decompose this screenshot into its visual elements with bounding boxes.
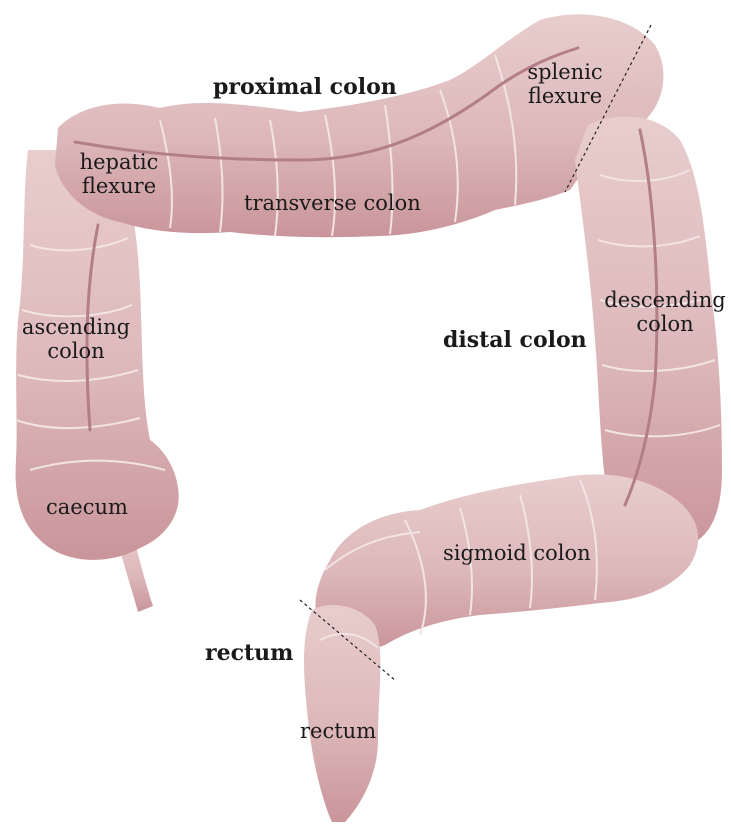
rectum-part-label: rectum xyxy=(300,719,376,743)
hepatic-flexure-line2: flexure xyxy=(72,174,166,198)
sigmoid-colon-label: sigmoid colon xyxy=(443,541,591,565)
rectum-shape xyxy=(304,605,380,822)
proximal-colon-label: proximal colon xyxy=(213,75,397,100)
splenic-flexure-line2: flexure xyxy=(520,84,610,108)
descending-colon-line2: colon xyxy=(596,312,731,336)
ascending-colon-line1: ascending xyxy=(14,315,138,339)
caecum-label: caecum xyxy=(46,495,128,519)
splenic-flexure-line1: splenic xyxy=(520,60,610,84)
hepatic-flexure-label: hepatic flexure xyxy=(72,150,166,198)
descending-colon-label: descending colon xyxy=(596,288,731,336)
distal-colon-label: distal colon xyxy=(443,328,587,353)
ascending-colon-line2: colon xyxy=(14,339,138,363)
descending-colon-line1: descending xyxy=(596,288,731,312)
splenic-flexure-label: splenic flexure xyxy=(520,60,610,108)
ascending-colon-label: ascending colon xyxy=(14,315,138,363)
transverse-colon-label: transverse colon xyxy=(244,191,421,215)
rectum-region-label: rectum xyxy=(205,641,293,666)
hepatic-flexure-line1: hepatic xyxy=(72,150,166,174)
